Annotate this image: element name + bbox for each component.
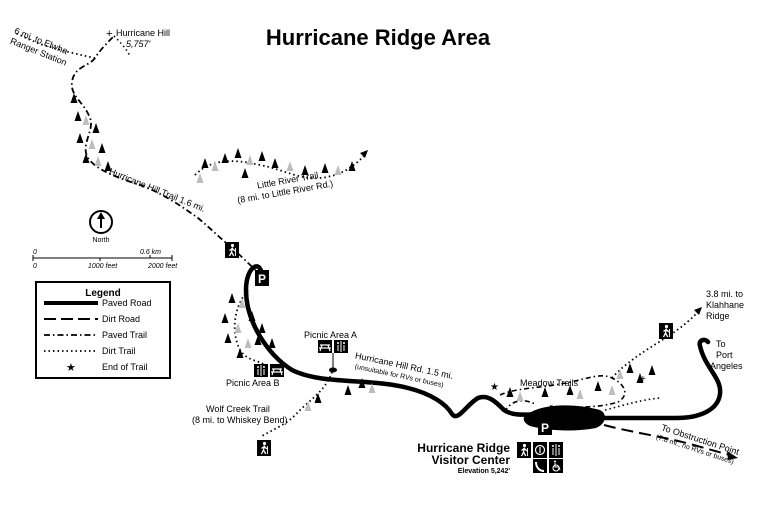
parking-icon: P: [538, 419, 552, 435]
parking-icon: P: [255, 270, 269, 286]
obstruction-arrow-icon: [727, 451, 738, 460]
hiker-icon: [224, 241, 240, 259]
scale-ft-start: 0: [33, 263, 37, 270]
visitor-center-parking-area: [523, 405, 605, 431]
picnic-a-label: Picnic Area A: [304, 330, 357, 340]
hurricane-hill-trail-label: Hurricane Hill Trail 1.6 mi.: [108, 166, 207, 214]
paved-road: [243, 264, 723, 421]
north-arrow-icon: [89, 210, 113, 234]
restroom-icon: [334, 340, 348, 353]
visitor-center-icons: [516, 441, 563, 473]
wheelchair-icon: [549, 459, 563, 473]
dirt-road-obstruction: [603, 424, 731, 456]
meadow-trails-label: Meadow Trails: [520, 378, 579, 388]
scale-km-start: 0: [33, 249, 37, 256]
hurricane-hill-label: Hurricane Hill: [116, 28, 170, 38]
port-angeles-label-line3: Angeles: [710, 361, 743, 371]
restroom-icon: [549, 442, 563, 458]
hurricane-hill-elevation: 5,757': [126, 39, 151, 49]
klahhane-ridge-trail: [611, 311, 699, 379]
north-label: North: [92, 237, 109, 244]
phone-icon: [533, 459, 547, 473]
legend-item-dirt-trail: Dirt Trail: [102, 346, 136, 356]
picnic-table-icon: [318, 340, 332, 353]
scale-ft-end: 2000 feet: [147, 263, 178, 270]
klahhane-label-line1: 3.8 mi. to: [706, 289, 743, 299]
visitor-center-label-line2: Visitor Center: [432, 453, 511, 467]
legend-item-paved-road: Paved Road: [102, 298, 152, 308]
legend-item-end-of-trail: End of Trail: [102, 362, 148, 372]
legend: Legend Paved Road Dirt Road Paved Trail …: [35, 281, 171, 379]
legend-item-paved-trail: Paved Trail: [102, 330, 147, 340]
map-title: Hurricane Ridge Area: [266, 25, 491, 50]
klahhane-label-line3: Ridge: [706, 311, 730, 321]
wolf-creek-label-line2: (8 mi. to Whiskey Bend): [192, 415, 288, 425]
scale-km-end: 0.6 km: [140, 249, 161, 256]
summit-marker: +: [106, 28, 112, 40]
klahhane-label-line2: Klahhane: [706, 300, 744, 310]
visitor-center-elevation: Elevation 5,242': [458, 468, 511, 475]
picnic-b-label: Picnic Area B: [226, 378, 280, 388]
meadow-marker: +: [640, 374, 646, 385]
hiker-icon: [256, 439, 272, 457]
elwha-trail: [14, 32, 96, 59]
visitor-center-label-line1: Hurricane Ridge: [417, 441, 510, 455]
scale-bar: 0 0.6 km 0 1000 feet 2000 feet: [32, 249, 178, 270]
legend-title: Legend: [85, 288, 121, 299]
tree-cluster-hurricane-hill: [70, 93, 112, 171]
scale-ft-mid: 1000 feet: [88, 263, 118, 270]
end-of-trail-star-icon: ★: [490, 382, 499, 393]
svg-text:P: P: [258, 272, 266, 286]
hiker-icon: [516, 441, 532, 459]
little-river-trail: [194, 154, 366, 180]
wolf-creek-label-line1: Wolf Creek Trail: [206, 404, 270, 414]
hurricane-hill-trail: [71, 35, 263, 277]
hiker-icon: [658, 322, 674, 340]
legend-end-of-trail-star-icon: ★: [66, 362, 76, 374]
svg-text:P: P: [541, 421, 549, 435]
ranger-icon: [533, 442, 547, 458]
legend-item-dirt-road: Dirt Road: [102, 314, 140, 324]
port-angeles-label-line2: Port: [716, 350, 733, 360]
picnic-table-icon: [270, 364, 284, 377]
restroom-icon: [254, 364, 268, 377]
port-angeles-label-line1: To: [716, 339, 726, 349]
